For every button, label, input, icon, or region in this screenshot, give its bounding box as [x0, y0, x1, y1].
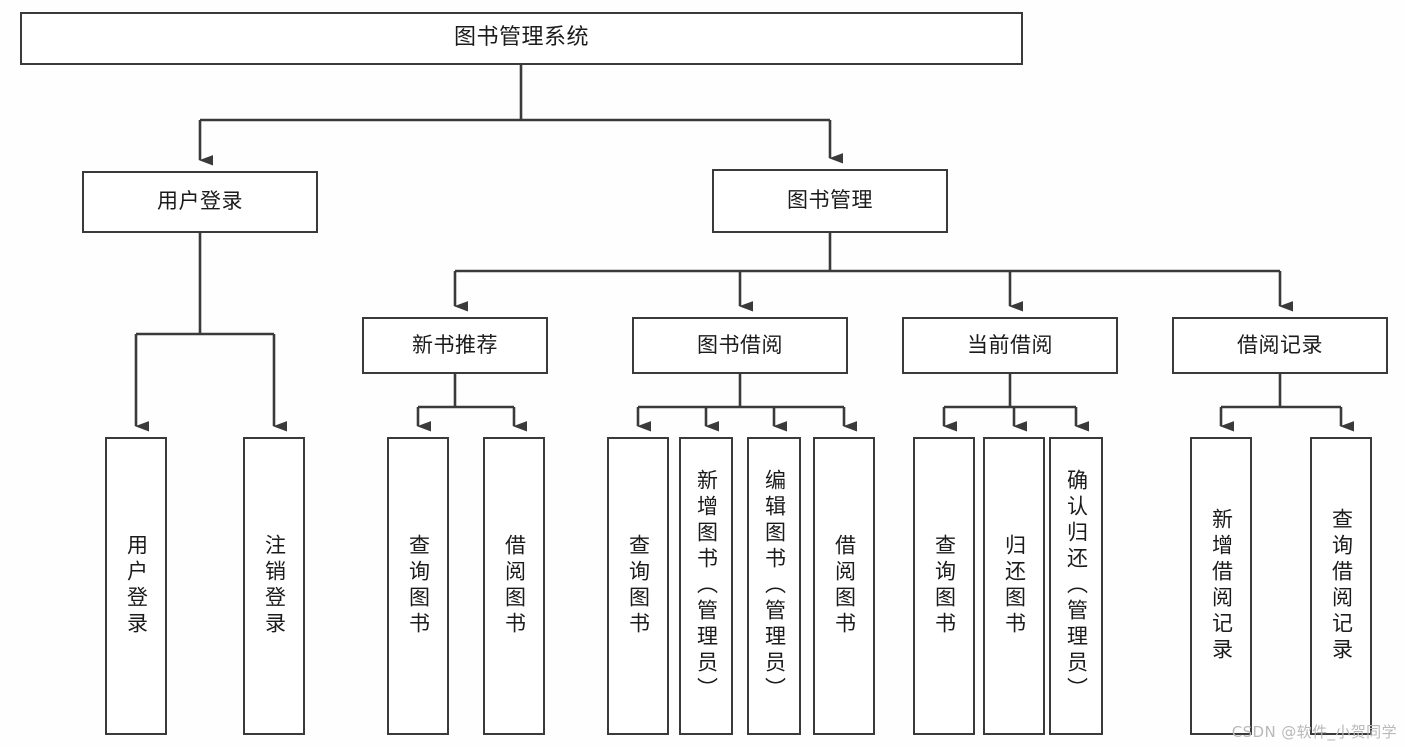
node-label: 借阅记录 — [1237, 332, 1323, 357]
node-leaf-add-book-admin[interactable]: 新增图书（管理员） — [679, 437, 733, 735]
node-label: 图书管理系统 — [453, 25, 589, 51]
node-leaf-query-book-current[interactable]: 查询图书 — [913, 437, 975, 735]
node-label: 当前借阅 — [967, 332, 1053, 357]
node-user-login[interactable]: 用户登录 — [82, 171, 318, 233]
node-label: 新增图书（管理员） — [694, 469, 719, 703]
node-borrow-record[interactable]: 借阅记录 — [1172, 317, 1388, 374]
node-label: 查询图书 — [626, 534, 651, 638]
node-label: 注销登录 — [262, 534, 287, 638]
node-leaf-return-book[interactable]: 归还图书 — [983, 437, 1045, 735]
node-label: 查询图书 — [932, 534, 957, 638]
node-new-book-recommend[interactable]: 新书推荐 — [362, 317, 548, 374]
node-label: 编辑图书（管理员） — [762, 469, 787, 703]
node-leaf-logout[interactable]: 注销登录 — [243, 437, 305, 735]
node-leaf-borrow-book[interactable]: 借阅图书 — [813, 437, 875, 735]
node-label: 图书管理 — [787, 188, 873, 213]
node-root-system[interactable]: 图书管理系统 — [20, 12, 1023, 65]
node-leaf-query-book-borrow[interactable]: 查询图书 — [607, 437, 669, 735]
node-leaf-borrow-book-recommend[interactable]: 借阅图书 — [483, 437, 545, 735]
node-label: 借阅图书 — [832, 534, 857, 638]
node-leaf-user-login[interactable]: 用户登录 — [105, 437, 167, 735]
node-label: 图书借阅 — [697, 332, 783, 357]
node-label: 查询借阅记录 — [1329, 508, 1354, 664]
node-label: 借阅图书 — [502, 534, 527, 638]
node-label: 确认归还（管理员） — [1064, 469, 1089, 703]
node-label: 新书推荐 — [412, 332, 498, 357]
node-label: 新增借阅记录 — [1209, 508, 1234, 664]
node-label: 用户登录 — [124, 534, 149, 638]
node-label: 归还图书 — [1002, 534, 1027, 638]
node-book-borrow[interactable]: 图书借阅 — [632, 317, 848, 374]
node-leaf-edit-book-admin[interactable]: 编辑图书（管理员） — [747, 437, 801, 735]
node-label: 查询图书 — [406, 534, 431, 638]
node-label: 用户登录 — [157, 189, 243, 214]
node-leaf-confirm-return-admin[interactable]: 确认归还（管理员） — [1049, 437, 1103, 735]
node-book-manage[interactable]: 图书管理 — [712, 169, 948, 233]
node-leaf-query-book-recommend[interactable]: 查询图书 — [387, 437, 449, 735]
node-leaf-add-borrow-record[interactable]: 新增借阅记录 — [1190, 437, 1252, 735]
node-leaf-query-borrow-record[interactable]: 查询借阅记录 — [1310, 437, 1372, 735]
node-current-borrow[interactable]: 当前借阅 — [902, 317, 1118, 374]
